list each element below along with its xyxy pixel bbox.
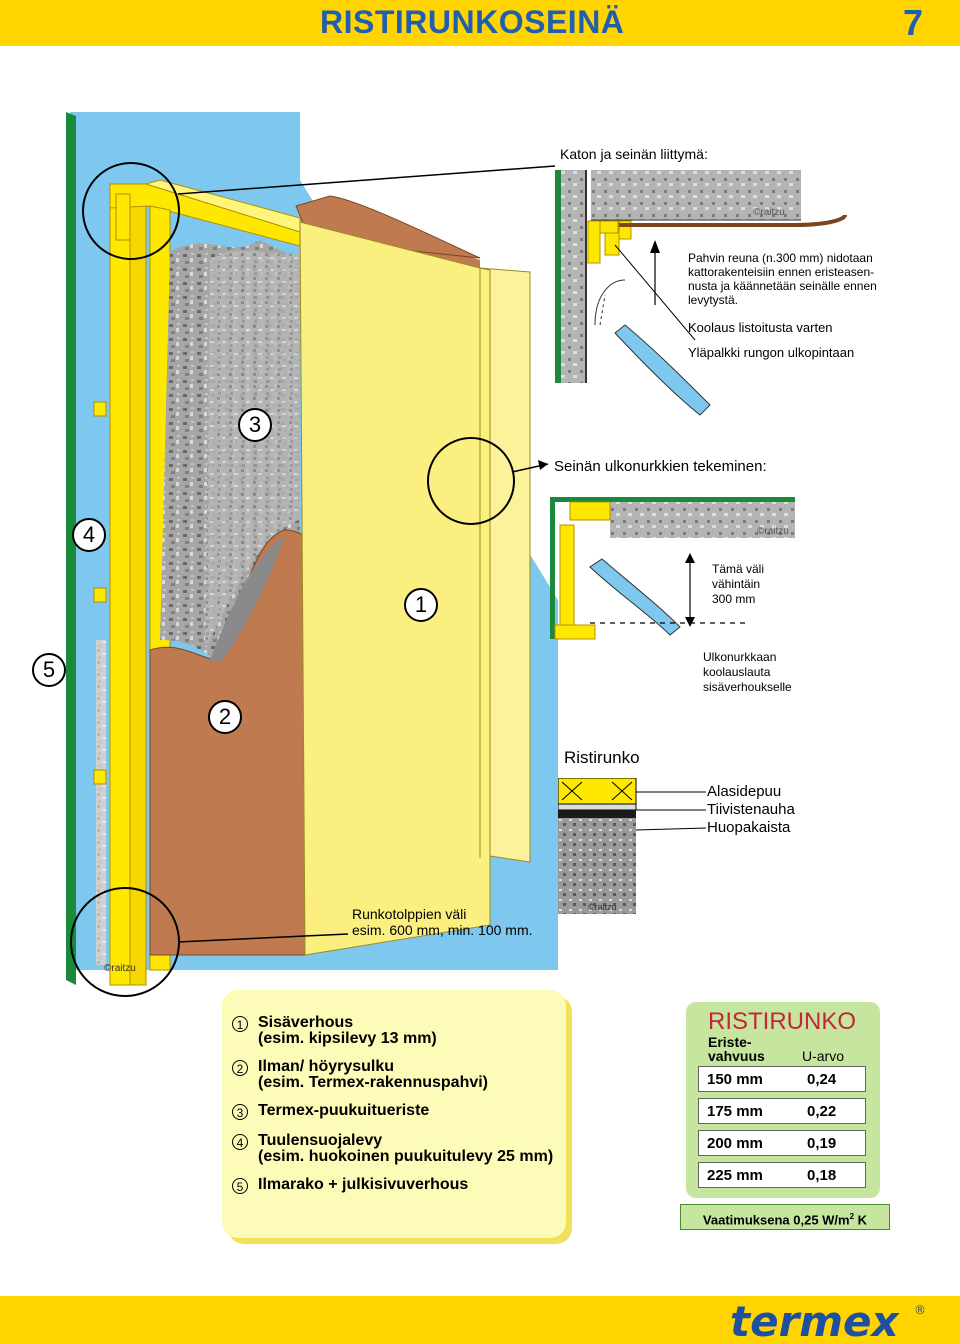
table-row: 225 mm 0,18	[698, 1162, 866, 1188]
watermark: ©raitzu	[753, 207, 785, 218]
thickness-header-line: vahvuus	[708, 1048, 765, 1064]
legend-box: 1 Sisäverhous (esim. kipsilevy 13 mm) 2 …	[222, 990, 566, 1238]
legend-line: Termex-puukuitueriste	[258, 1102, 430, 1119]
thickness-header: Eriste- vahvuus	[708, 1035, 765, 1063]
termex-logo: termex ®	[730, 1297, 926, 1344]
paper-edge-note-4: levytystä.	[688, 293, 739, 307]
u-value-header: U-arvo	[802, 1048, 845, 1064]
highlight-circle-top	[82, 162, 180, 260]
stud-spacing-label-2: esim. 600 mm, min. 100 mm.	[352, 922, 533, 938]
thickness-cell: 225 mm	[707, 1167, 763, 1184]
gap-label-2: vähintäin	[712, 577, 761, 591]
wall-illustration	[66, 112, 560, 997]
table-row: 175 mm 0,22	[698, 1098, 866, 1124]
bottom-plate-detail: ©raitzu	[558, 778, 637, 914]
legend-line: Tuulensuojalevy	[258, 1132, 383, 1149]
u-cell: 0,22	[807, 1103, 837, 1120]
cross-frame-heading: Ristirunko	[564, 748, 640, 767]
legend-number: 3	[232, 1104, 248, 1120]
thickness-cell: 200 mm	[707, 1135, 763, 1152]
thickness-cell: 175 mm	[707, 1103, 763, 1120]
highlight-circle-middle	[427, 437, 515, 525]
legend-line: (esim. kipsilevy 13 mm)	[258, 1030, 437, 1047]
legend-number: 2	[232, 1060, 248, 1076]
callout-2: 2	[208, 700, 242, 734]
felt-strip-label: Huopakaista	[707, 819, 791, 836]
u-value-title: RISTIRUNKO	[708, 1008, 857, 1035]
page-title: RISTIRUNKOSEINÄ	[320, 4, 625, 40]
registered-mark: ®	[914, 1303, 926, 1317]
legend-number: 1	[232, 1016, 248, 1032]
page-header: RISTIRUNKOSEINÄ 7	[0, 0, 960, 46]
facade-board	[66, 112, 76, 985]
requirement-text: Vaatimuksena 0,25 W/m	[702, 1212, 850, 1228]
callout-3: 3	[238, 408, 272, 442]
interior-board	[299, 221, 491, 956]
u-cell: 0,18	[807, 1167, 837, 1184]
corner-board-label-1: Ulkonurkkaan	[703, 650, 777, 664]
watermark: ©raitzu	[757, 526, 789, 537]
batten-label: Koolaus listoitusta varten	[688, 320, 833, 335]
u-value-table: 150 mm 0,24 175 mm 0,22 200 mm 0,19 225 mm 0…	[698, 1066, 866, 1194]
table-row: 200 mm 0,19	[698, 1130, 866, 1156]
callout-4: 4	[72, 518, 106, 552]
corner-board-label-3: sisäverhoukselle	[703, 680, 792, 694]
paper-edge-note-3: nusta ja käännetään seinälle ennen	[688, 279, 877, 293]
thickness-header-line: Eriste-	[708, 1034, 752, 1050]
top-plate-label: Yläpalkki rungon ulkopintaan	[688, 345, 855, 360]
requirement-unit: K	[854, 1212, 868, 1228]
watermark: ©raitzu	[588, 902, 617, 912]
legend-line: Sisäverhous	[258, 1014, 354, 1031]
legend-number: 5	[232, 1178, 248, 1194]
legend-line: Ilman/ höyrysulku	[258, 1058, 395, 1075]
legend-number: 4	[232, 1134, 248, 1150]
outer-corner-heading: Seinän ulkonurkkien tekeminen:	[554, 458, 767, 475]
sealing-tape-label: Tiivistenauha	[707, 801, 795, 818]
legend-line: (esim. Termex-rakennuspahvi)	[258, 1074, 489, 1091]
thickness-cell: 150 mm	[707, 1071, 763, 1088]
legend-line: Ilmarako + julkisivuverhous	[258, 1176, 469, 1193]
gap-label-1: Tämä väli	[712, 562, 765, 576]
table-row: 150 mm 0,24	[698, 1066, 866, 1092]
corner-board-label-2: koolauslauta	[703, 665, 771, 679]
requirement-note: Vaatimuksena 0,25 W/m2 K	[680, 1204, 890, 1230]
gap-label-3: 300 mm	[712, 592, 756, 606]
requirement-superscript: 2	[849, 1212, 855, 1221]
u-value-panel: RISTIRUNKO Eriste- vahvuus U-arvo 150 mm…	[686, 1002, 880, 1198]
callout-5: 5	[32, 653, 66, 687]
paper-edge-note-2: kattorakenteisiin ennen eristeasen-	[688, 265, 875, 279]
u-cell: 0,24	[807, 1071, 837, 1088]
u-cell: 0,19	[807, 1135, 837, 1152]
bottom-plate-label: Alasidepuu	[707, 783, 782, 800]
roof-junction-heading: Katon ja seinän liittymä:	[560, 146, 708, 162]
main-watermark: ©raitzu	[104, 963, 136, 974]
page-number: 7	[903, 2, 924, 43]
bottom-plate-pointers	[636, 791, 707, 831]
callout-1: 1	[404, 588, 438, 622]
page-footer	[0, 1296, 960, 1344]
logo-text: termex	[730, 1297, 901, 1344]
outer-corner-detail: ©raitzu	[550, 497, 795, 640]
paper-edge-note-1: Pahvin reuna (n.300 mm) nidotaan	[688, 251, 873, 265]
stud-spacing-label-1: Runkotolppien väli	[352, 906, 467, 922]
legend-line: (esim. huokoinen puukuitulevy 25 mm)	[258, 1148, 554, 1165]
roof-junction-detail: ©raitzu	[555, 170, 847, 416]
